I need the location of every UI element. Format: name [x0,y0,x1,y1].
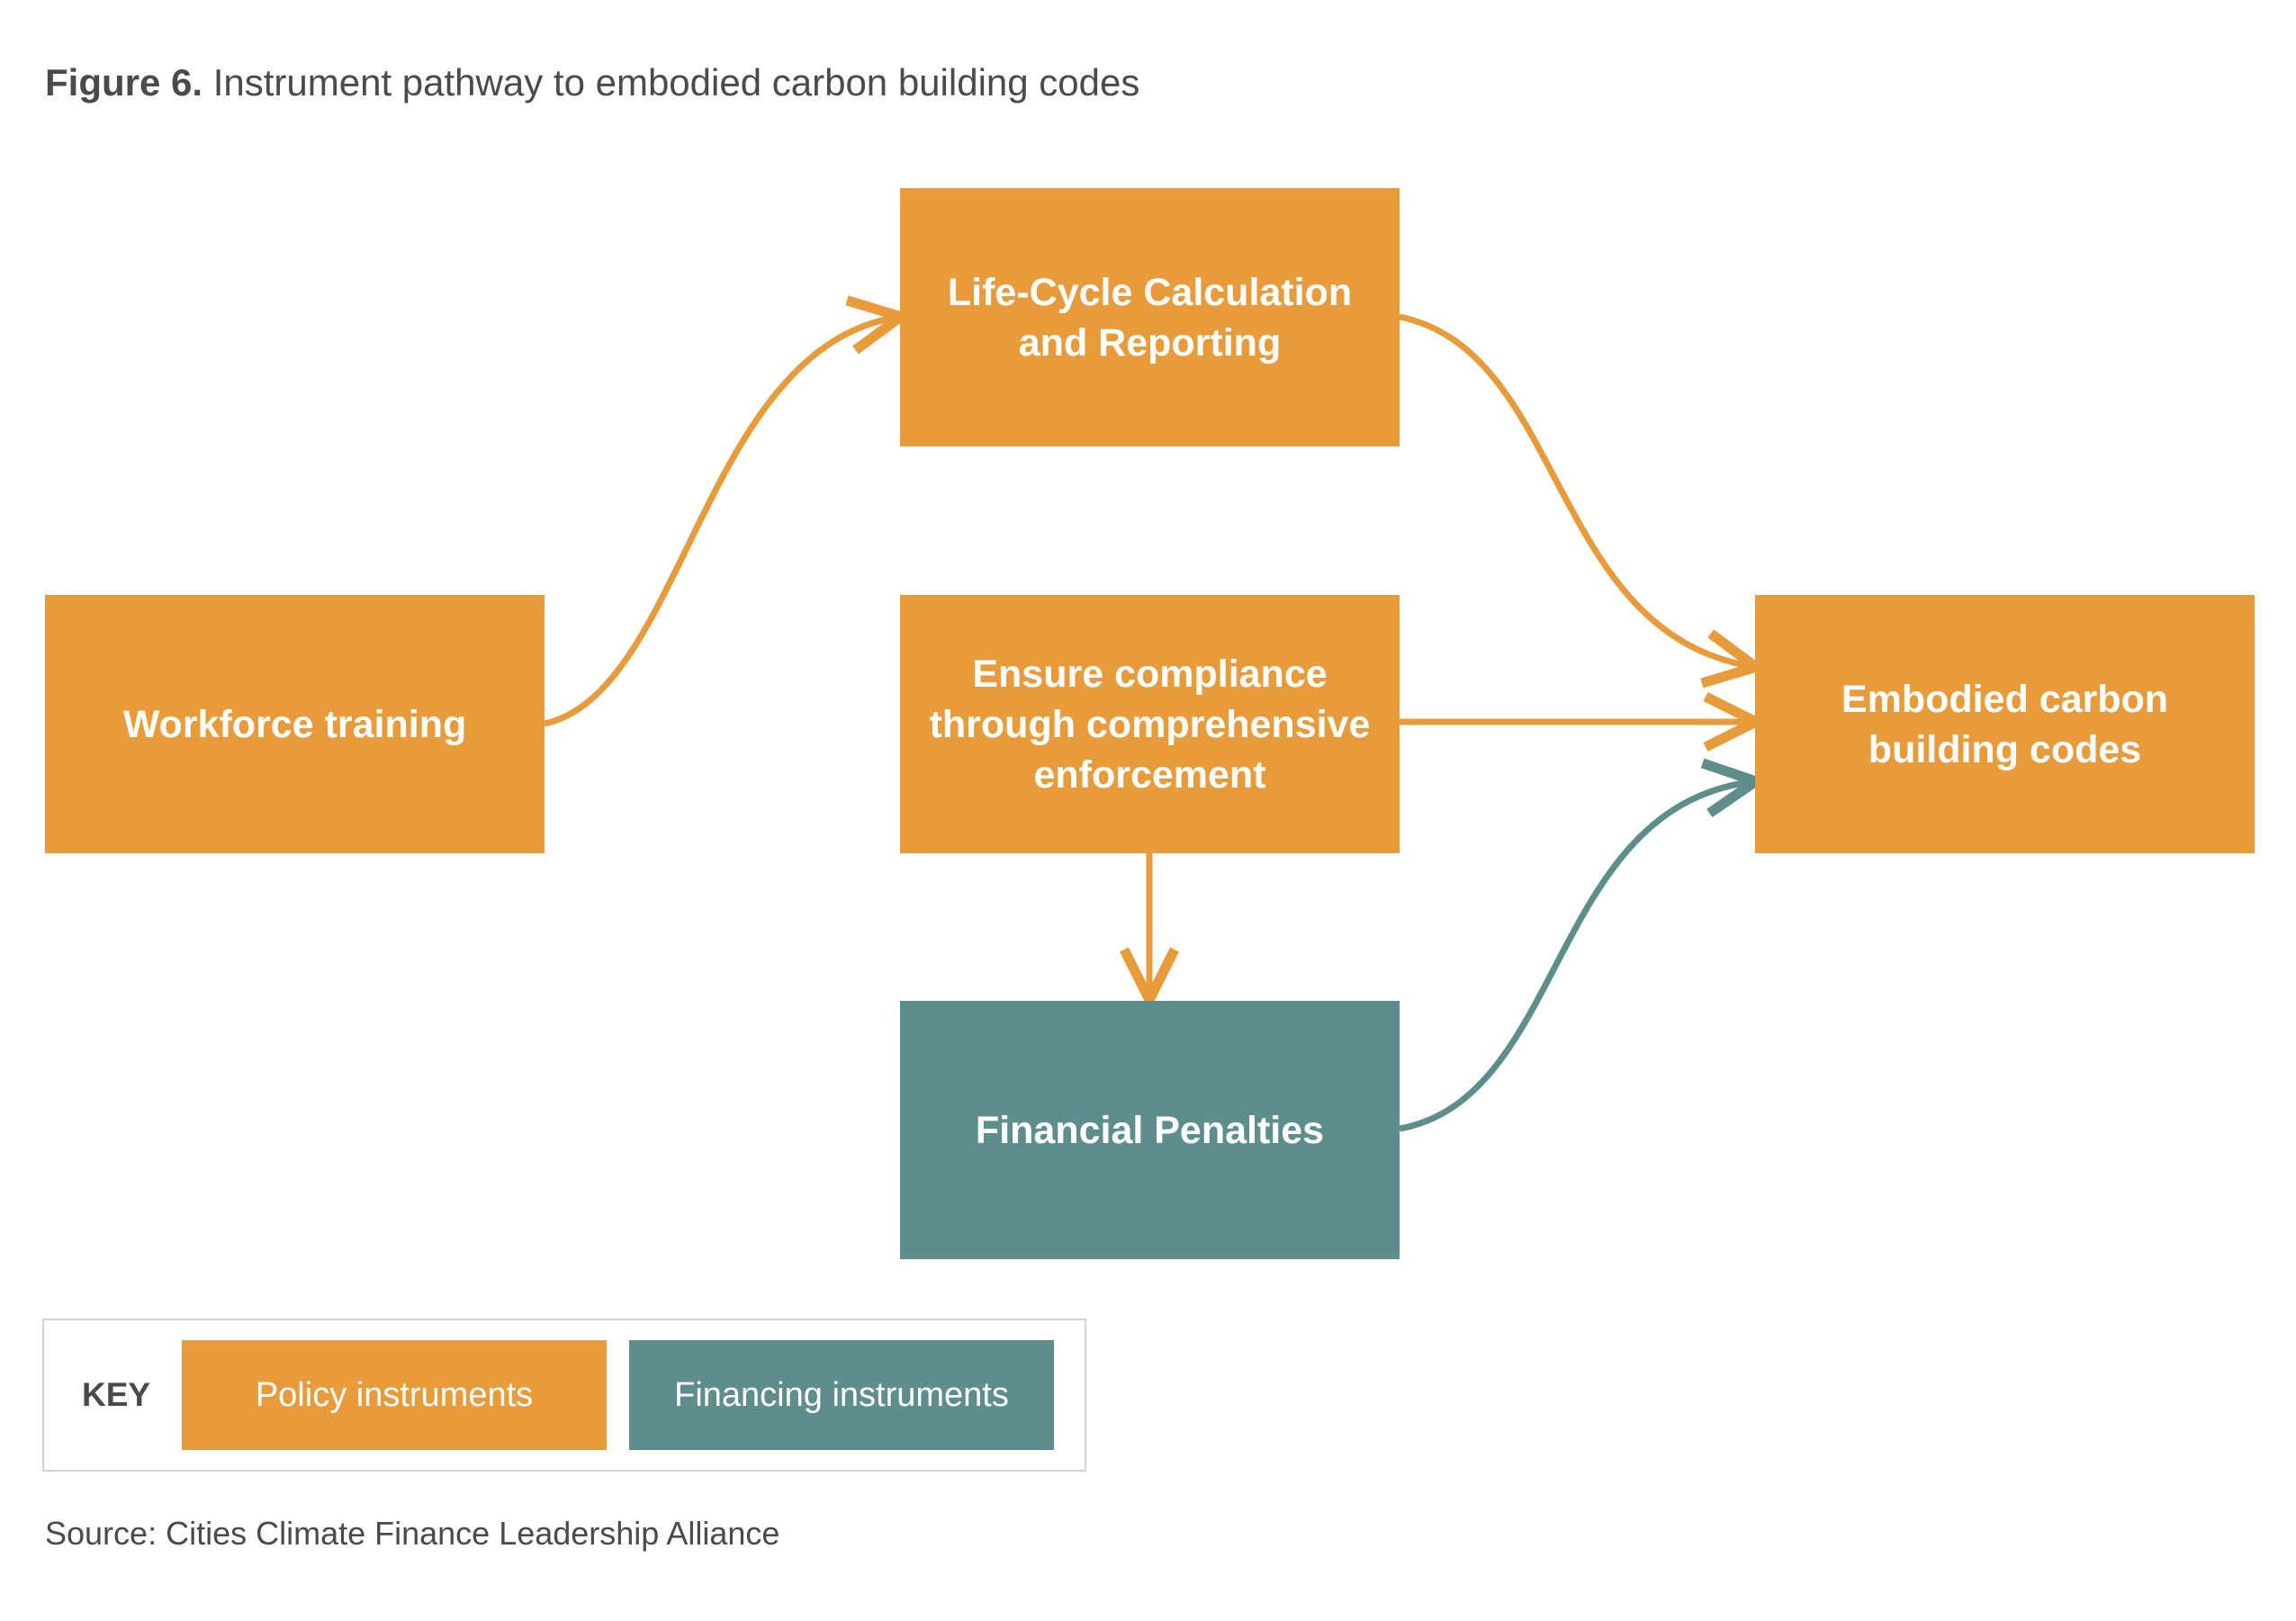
node-financial-penalties: Financial Penalties [900,1001,1400,1259]
figure-label: Figure 6. [45,61,203,104]
legend-policy-instruments: Policy instruments [182,1340,607,1450]
node-workforce-training-label: Workforce training [122,702,467,746]
edge-lifecycle-to-embodied [1399,313,1750,666]
source-note: Source: Cities Climate Finance Leadershi… [45,1515,780,1552]
legend-title: KEY [82,1376,151,1413]
node-financial-penalties-label: Financial Penalties [975,1108,1325,1152]
legend: KEY Policy instruments Financing instrum… [42,1319,1086,1472]
legend-financing-instruments-label: Financing instruments [674,1375,1009,1414]
node-ensure-compliance-label: Ensure compliance through comprehensive … [929,652,1371,797]
legend-policy-instruments-label: Policy instruments [255,1375,534,1414]
node-life-cycle-calculation: Life-Cycle Calculation and Reporting [900,188,1400,446]
node-ensure-compliance: Ensure compliance through comprehensive … [900,595,1400,853]
node-embodied-carbon-building-codes: Embodied carbon building codes [1755,595,2255,853]
node-embodied-carbon-building-codes-label: Embodied carbon building codes [1841,677,2169,771]
edge-workforce-to-lifecycle [544,318,895,727]
legend-financing-instruments: Financing instruments [629,1340,1054,1450]
figure-title-text: Instrument pathway to embodied carbon bu… [212,61,1140,104]
node-workforce-training: Workforce training [45,595,545,853]
figure-title: Figure 6. Instrument pathway to embodied… [45,61,1139,104]
node-life-cycle-calculation-label: Life-Cycle Calculation and Reporting [947,270,1353,365]
edge-penalties-to-embodied [1399,782,1750,1132]
